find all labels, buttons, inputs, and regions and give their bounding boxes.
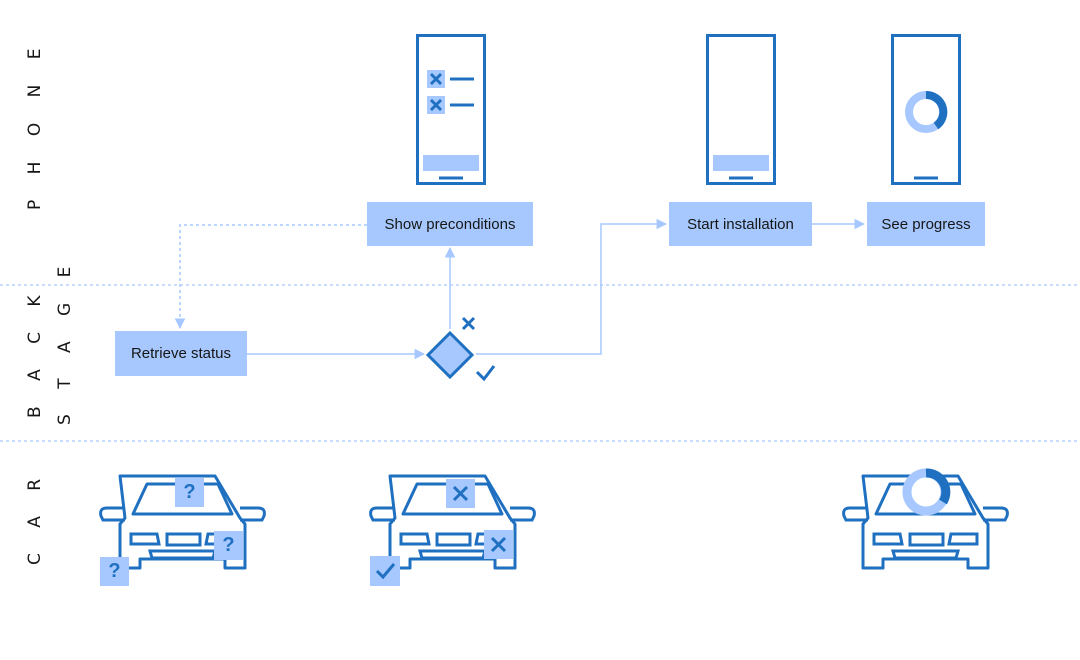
progress-donut-icon <box>902 468 951 516</box>
step-see-progress: See progress <box>867 202 985 246</box>
question-marker: ? <box>100 557 129 586</box>
cross-marker-icon <box>484 530 513 559</box>
decision-diamond <box>425 330 475 380</box>
step-show-preconditions: Show preconditions <box>367 202 533 246</box>
connector-decision-to-install <box>476 218 668 355</box>
accept-check-icon <box>475 365 496 382</box>
check-marker-icon <box>370 556 400 586</box>
reject-cross-icon <box>461 316 476 331</box>
phone-install-icon <box>706 34 776 185</box>
phone-progress-icon <box>891 34 961 185</box>
connector-preconditions-to-retrieve <box>174 224 367 330</box>
step-retrieve-status: Retrieve status <box>115 331 247 376</box>
question-marker: ? <box>214 531 243 560</box>
phone-preconditions-icon <box>416 34 486 185</box>
question-marker: ? <box>175 478 204 507</box>
step-start-installation: Start installation <box>669 202 812 246</box>
cross-marker-icon <box>446 479 475 508</box>
